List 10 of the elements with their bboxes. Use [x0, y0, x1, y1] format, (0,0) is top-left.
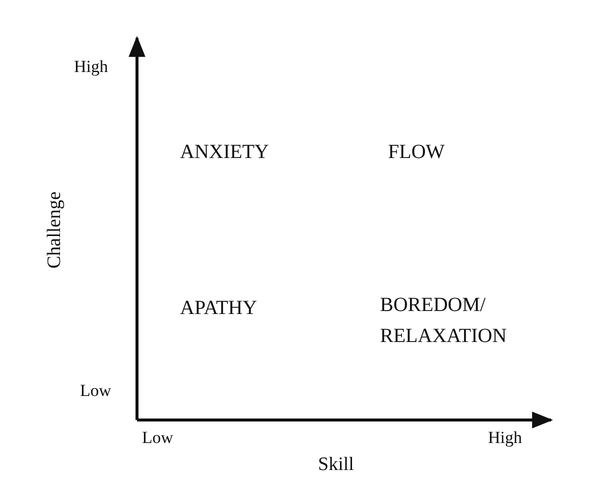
axis-tick-label: Low [142, 427, 174, 449]
quadrant-label: FLOW [388, 140, 445, 165]
axis-tick-label: High [74, 56, 108, 78]
quadrant-label: BOREDOM/ RELAXATION [380, 293, 508, 349]
axis-tick-label: Low [80, 380, 112, 402]
quadrant-label: ANXIETY [180, 140, 269, 165]
axis-tick-label: High [488, 427, 522, 449]
quadrant-label: APATHY [180, 296, 258, 321]
axis-title: Skill [318, 453, 354, 477]
axis-title: Challenge [43, 191, 66, 269]
